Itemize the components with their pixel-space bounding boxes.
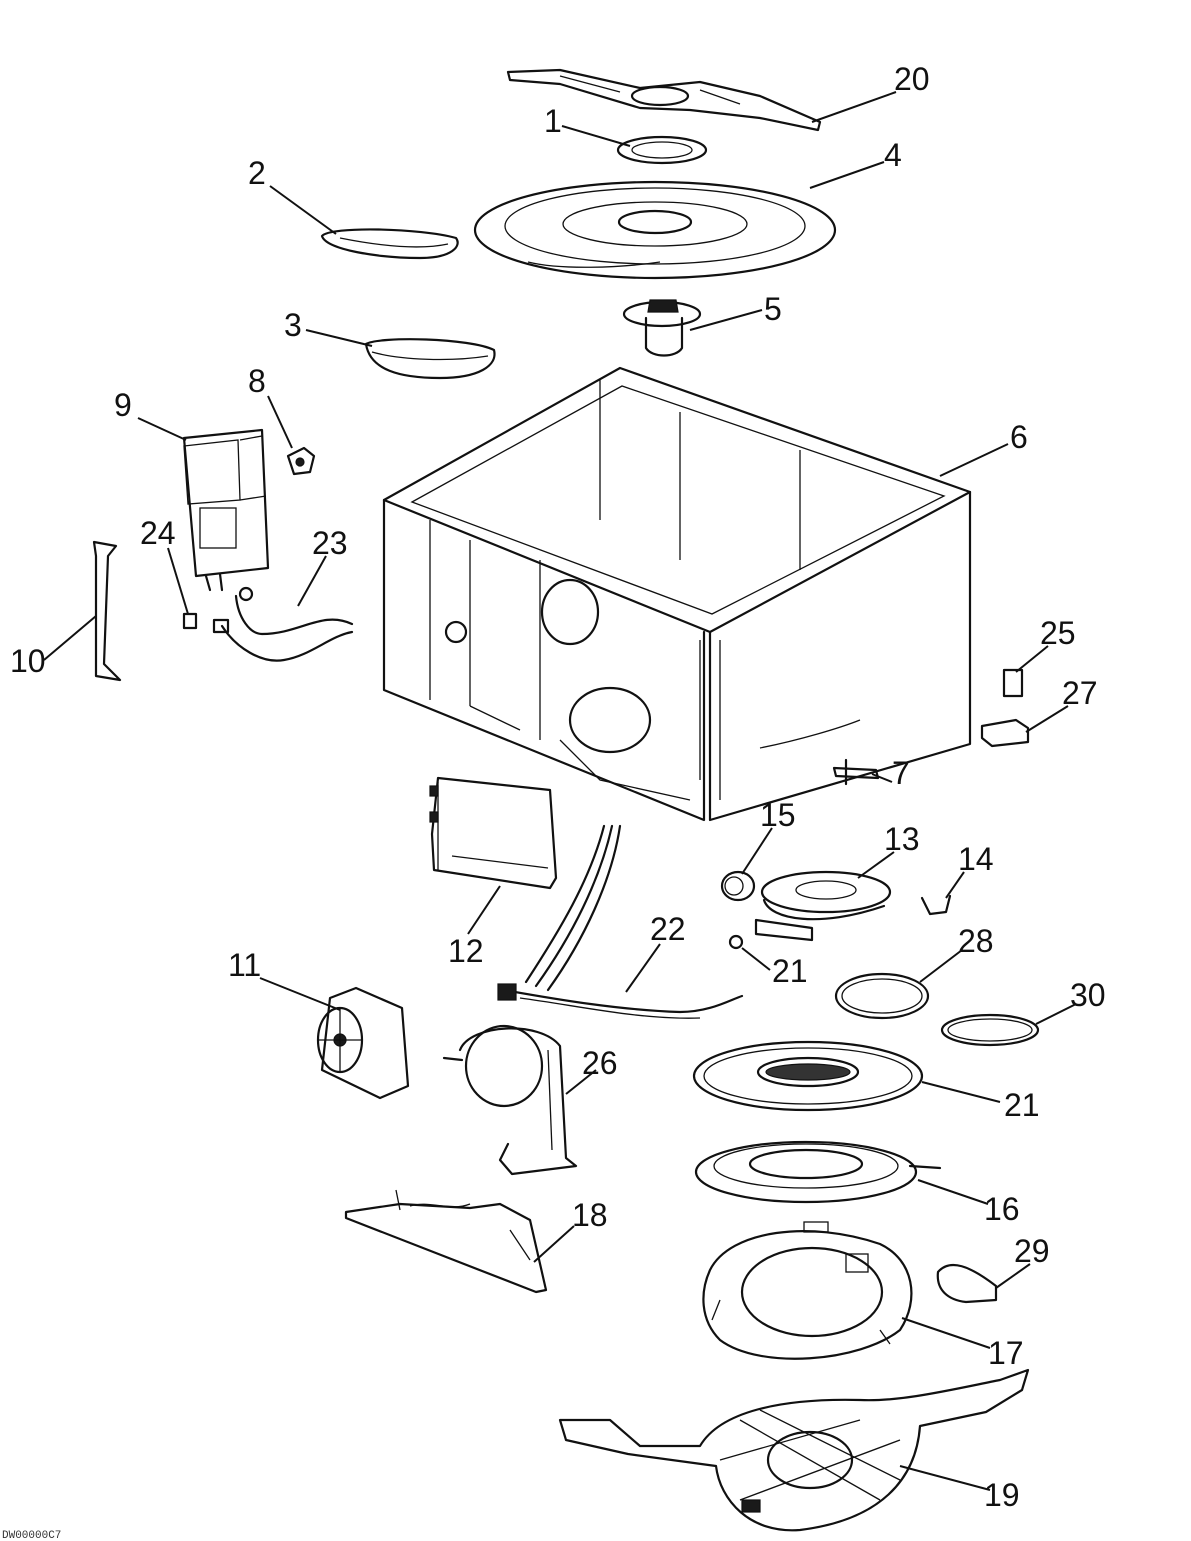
part-10-bracket (92, 540, 122, 682)
leader-13 (857, 851, 895, 879)
callout-2: 2 (248, 155, 266, 191)
leader-30 (1035, 1003, 1077, 1025)
part-8-switch (286, 446, 316, 476)
part-22-wire-harness (497, 824, 744, 1019)
callout-27: 27 (1062, 675, 1098, 711)
leader-28 (919, 949, 963, 983)
leader-9 (137, 417, 187, 441)
part-29-pad (936, 1263, 998, 1304)
callout-16: 16 (984, 1191, 1020, 1227)
leader-27 (1025, 705, 1069, 733)
callout-5: 5 (764, 291, 782, 327)
callout-10: 10 (10, 643, 46, 679)
callout-13: 13 (884, 821, 920, 857)
callout-12: 12 (448, 933, 484, 969)
leader-17 (901, 1317, 991, 1349)
leader-6 (939, 443, 1009, 477)
part-6-tub (382, 366, 972, 822)
callout-30: 30 (1070, 977, 1106, 1013)
footer-code: DW00000C7 (2, 1530, 61, 1541)
part-30-gasket (940, 1013, 1040, 1047)
leader-14 (945, 871, 965, 899)
part-23-hose (212, 586, 354, 662)
part-27-latch (980, 718, 1030, 748)
leader-8 (267, 395, 293, 449)
leader-3 (305, 329, 373, 347)
leader-7 (871, 773, 893, 783)
leader-21a (741, 947, 771, 971)
part-14-clip (920, 894, 952, 916)
part-9-dispenser (182, 428, 270, 592)
part-13-heater (728, 870, 892, 950)
leader-4 (809, 161, 885, 189)
part-4-filter-plate (473, 180, 837, 280)
callout-4: 4 (884, 137, 902, 173)
callout-15: 15 (760, 797, 796, 833)
callout-14: 14 (958, 841, 994, 877)
part-16-sump-ring (694, 1140, 942, 1204)
callout-7: 7 (892, 755, 910, 791)
callout-labels: 20 1 2 4 3 5 8 9 6 24 23 10 25 27 7 15 1… (10, 61, 1106, 1513)
leader-16 (917, 1179, 989, 1205)
callout-18: 18 (572, 1197, 608, 1233)
leader-20 (811, 91, 897, 123)
callout-25: 25 (1040, 615, 1076, 651)
callout-6: 6 (1010, 419, 1028, 455)
leader-2 (269, 185, 337, 235)
leader-1 (561, 125, 631, 147)
leader-25 (1015, 645, 1049, 673)
callout-28: 28 (958, 923, 994, 959)
leader-26 (565, 1069, 597, 1095)
part-28-clamp (834, 972, 930, 1020)
leader-5 (689, 309, 763, 331)
callout-3: 3 (284, 307, 302, 343)
callout-22: 22 (650, 911, 686, 947)
part-18-float-bracket (344, 1189, 548, 1294)
leader-15 (741, 827, 773, 875)
callout-20: 20 (894, 61, 930, 97)
part-21-large-gasket (692, 1040, 924, 1112)
part-24-clip (182, 612, 198, 630)
callout-11: 11 (228, 947, 261, 983)
callout-21a: 21 (772, 953, 808, 989)
leader-23 (297, 555, 327, 607)
part-25-plate (1002, 668, 1024, 698)
leader-lines (43, 91, 1077, 1491)
part-19-base-pan (558, 1368, 1030, 1532)
leader-12 (467, 885, 501, 935)
callout-17: 17 (988, 1335, 1024, 1371)
leader-11 (259, 977, 341, 1011)
callout-26: 26 (582, 1045, 618, 1081)
callout-9: 9 (114, 387, 132, 423)
callout-24: 24 (140, 515, 176, 551)
part-2-filter-insert (320, 228, 459, 260)
part-3-coarse-filter (364, 338, 496, 380)
callout-23: 23 (312, 525, 348, 561)
callout-29: 29 (1014, 1233, 1050, 1269)
part-5-hub (622, 299, 702, 357)
part-15-cap (720, 870, 756, 902)
part-1-ring-nut (616, 135, 708, 165)
part-7-pin (832, 758, 880, 786)
leader-18 (533, 1225, 575, 1263)
leader-19 (899, 1465, 991, 1491)
callout-19: 19 (984, 1477, 1020, 1513)
leader-29 (995, 1263, 1031, 1289)
leader-22 (625, 943, 661, 993)
leader-10 (43, 615, 97, 661)
callout-1: 1 (544, 103, 562, 139)
callout-21b: 21 (1004, 1087, 1040, 1123)
part-26-pump-housing (442, 1024, 578, 1176)
leader-24 (167, 547, 189, 615)
part-17-sump-housing (702, 1221, 913, 1360)
leader-21b (921, 1081, 1001, 1103)
part-11-fan-motor (316, 986, 410, 1100)
part-20-upper-spray-arm (506, 68, 822, 132)
part-12-control-module (429, 776, 558, 890)
callout-8: 8 (248, 363, 266, 399)
